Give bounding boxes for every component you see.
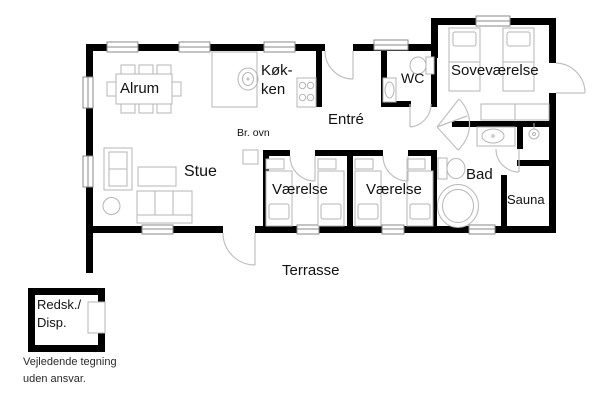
vanity-sink-icon <box>476 126 516 147</box>
disclaimer-line1: Vejledende tegning <box>23 356 117 368</box>
room1-door-arc <box>289 155 316 182</box>
room-label-sauna: Sauna <box>507 192 545 207</box>
chair-icon <box>156 103 172 114</box>
room-label-bad: Bad <box>466 166 493 183</box>
shed-wall-left <box>28 288 35 352</box>
hall-fan-doors-arc <box>436 98 471 151</box>
window-icon <box>381 224 405 235</box>
wall-wing-left <box>431 18 438 58</box>
terrace-door-arc <box>222 232 256 266</box>
furniture <box>87 27 550 334</box>
chair-icon <box>171 81 182 97</box>
shed-door-leaf <box>87 301 106 334</box>
bed-icon <box>406 158 434 227</box>
window-icon <box>468 224 496 235</box>
kitchen-counter-icon <box>211 51 258 108</box>
wall-bedroom-bottom <box>452 121 550 127</box>
wall-wc-bottom <box>381 101 411 107</box>
sofa-icon <box>136 190 193 224</box>
wall-sauna-top <box>517 160 550 166</box>
room-label-vaerelse-2: Værelse <box>366 181 422 198</box>
room-label-vaerelse-1: Værelse <box>272 181 328 198</box>
window-icon <box>263 41 296 53</box>
dining-table-icon <box>115 73 173 105</box>
doors <box>222 50 586 266</box>
wall-terrace-stub <box>86 233 93 273</box>
window-icon <box>106 41 139 53</box>
wall-rooms-top-a <box>263 150 290 156</box>
bed-icon <box>317 158 345 227</box>
chair-icon <box>106 81 117 97</box>
shed-label-line1: Redsk./ <box>37 297 82 312</box>
sauna-door-arc <box>495 148 520 173</box>
annotation-br-ovn: Br. ovn <box>237 127 270 139</box>
wall-room2-right <box>431 150 437 226</box>
window-icon <box>178 41 211 53</box>
window-icon <box>82 155 94 188</box>
kitchen-sink-icon <box>237 67 259 91</box>
room2-door-arc <box>382 155 409 182</box>
window-icon <box>141 224 174 235</box>
room-label-entre: Entré <box>328 111 364 128</box>
room-label-koekken-line1: Køk- <box>261 62 293 79</box>
shed-label-line2: Disp. <box>37 315 67 330</box>
bed-icon <box>448 27 481 92</box>
bath-toilet-icon <box>437 157 466 180</box>
chair-icon <box>120 103 136 114</box>
room-label-koekken-line2: ken <box>261 81 286 98</box>
wc-door-arc <box>409 103 432 128</box>
bathtub-icon <box>437 184 479 228</box>
shed-wall-right-up <box>98 288 105 309</box>
chair-icon <box>138 64 154 75</box>
shed-wall-right-low <box>98 330 105 352</box>
room-label-sovevaerelse: Soveværelse <box>451 62 539 79</box>
bed-icon <box>265 158 293 227</box>
window-icon <box>475 15 511 27</box>
room-label-koekken: Køk- ken <box>261 61 293 99</box>
dining-set <box>106 64 182 114</box>
wardrobe-icon <box>480 103 550 121</box>
front-door-arc <box>324 50 354 80</box>
bedroom-exterior-door-arc <box>555 62 586 94</box>
window-icon <box>296 224 320 235</box>
room-label-wc: WC <box>401 70 425 86</box>
shed-wall-top <box>28 288 105 295</box>
disclaimer: Vejledende tegning uden ansvar. <box>23 354 117 388</box>
wall-rooms-mid <box>347 150 353 226</box>
coffee-table-icon <box>137 166 177 187</box>
wall-wc-right <box>431 51 437 107</box>
shed-wall-bottom <box>28 345 105 352</box>
chair-icon <box>156 64 172 75</box>
shed-label: Redsk./ Disp. <box>37 296 81 332</box>
wall-right-lower <box>549 93 556 233</box>
chair-icon <box>120 64 136 75</box>
wall-right-upper <box>549 18 556 63</box>
room-label-alrum: Alrum <box>120 80 160 97</box>
wall-rooms-top-c <box>408 150 437 156</box>
area-label-terrasse: Terrasse <box>282 262 340 279</box>
window-icon <box>82 76 94 109</box>
chair-icon <box>138 103 154 114</box>
wall-bath-stub <box>517 127 523 149</box>
stove-icon <box>296 77 317 108</box>
window-icon <box>373 39 409 51</box>
bed-icon <box>354 158 382 227</box>
armchair-icon <box>103 147 133 191</box>
bed-icon <box>502 27 535 92</box>
disclaimer-line2: uden ansvar. <box>23 373 86 385</box>
wood-stove-icon <box>242 149 259 165</box>
wc-sink-icon <box>382 77 397 103</box>
room-label-stue: Stue <box>184 163 217 180</box>
windows <box>82 15 511 235</box>
shower-icon <box>528 123 540 140</box>
wall-sauna-left <box>501 175 507 226</box>
wall-kitchen <box>316 51 322 107</box>
wc-toilet-icon <box>409 56 435 75</box>
wall-left <box>86 44 93 233</box>
wall-bottom-right <box>255 226 556 233</box>
side-table-icon <box>102 197 121 215</box>
